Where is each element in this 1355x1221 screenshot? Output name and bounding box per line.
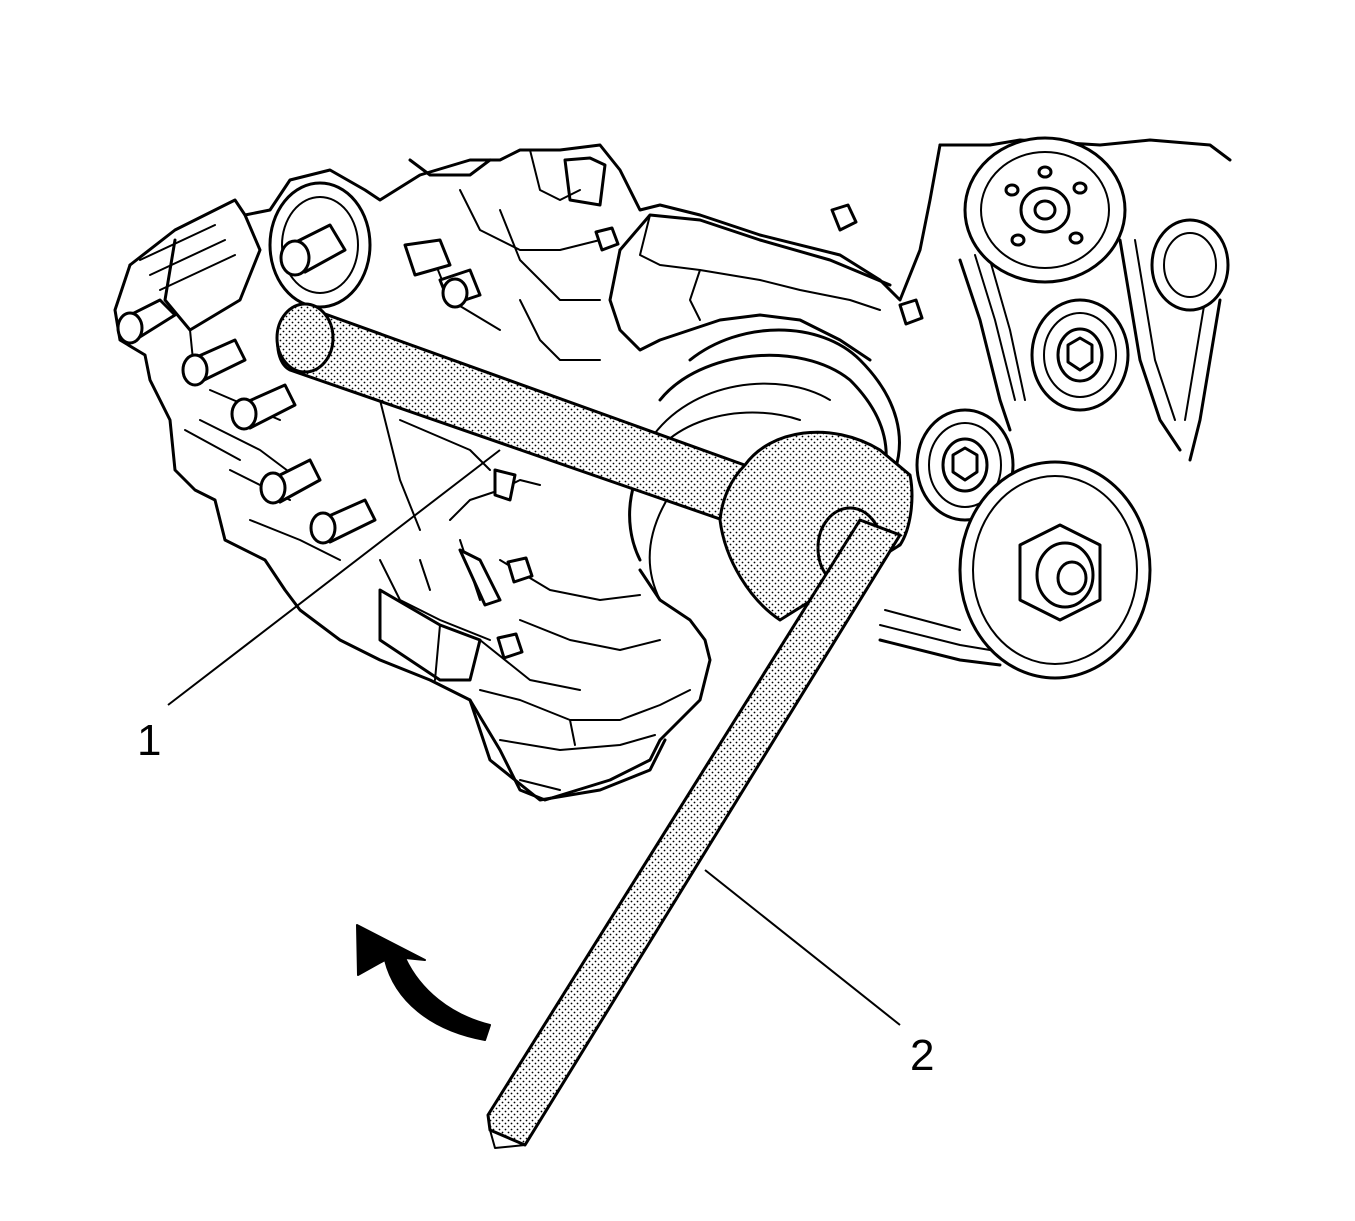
belt-drive xyxy=(878,136,1232,680)
leader-line-1 xyxy=(167,449,501,706)
callout-label-2: 2 xyxy=(910,1031,934,1080)
engine-bosses xyxy=(116,298,377,545)
leader-line-2 xyxy=(704,869,901,1026)
rotation-arrow-icon xyxy=(356,924,491,1041)
callout-leaders xyxy=(167,449,901,1026)
engine-bolts xyxy=(403,203,924,660)
idler-pulley-top-left xyxy=(268,181,372,309)
callout-label-1: 1 xyxy=(137,716,161,765)
wrench-tool xyxy=(486,430,914,1149)
engine-mount-bracket xyxy=(378,468,517,682)
